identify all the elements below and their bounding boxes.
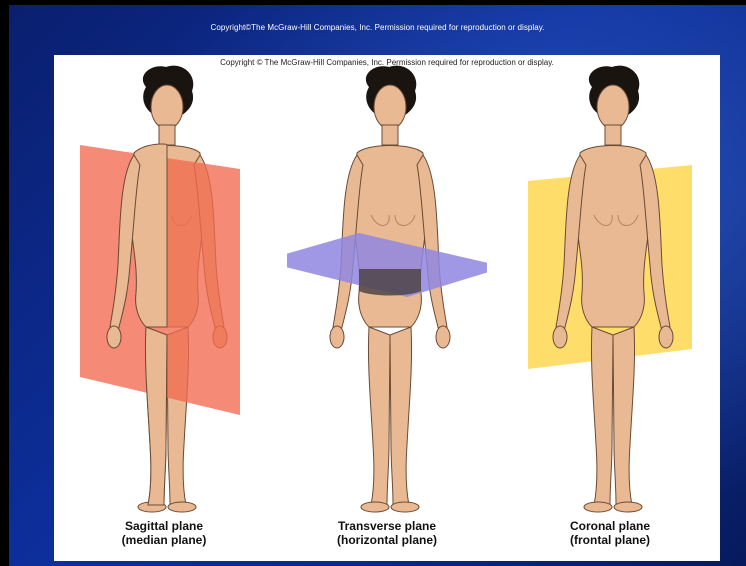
figure-sagittal [64,65,264,515]
caption-sagittal-alt: (median plane) [64,533,264,547]
caption-coronal-name: Coronal plane [510,519,710,533]
sagittal-illustration [64,65,264,515]
figure-coronal [510,65,710,515]
slide-copyright-text: Copyright©The McGraw-Hill Companies, Inc… [9,23,746,32]
caption-sagittal: Sagittal plane (median plane) [64,519,264,547]
figure-transverse [287,65,487,515]
slide: Copyright©The McGraw-Hill Companies, Inc… [9,5,746,566]
caption-coronal-alt: (frontal plane) [510,533,710,547]
caption-sagittal-name: Sagittal plane [64,519,264,533]
transverse-illustration [287,65,487,515]
caption-coronal: Coronal plane (frontal plane) [510,519,710,547]
caption-transverse-alt: (horizontal plane) [287,533,487,547]
coronal-illustration [510,65,710,515]
figure-panel: Copyright © The McGraw-Hill Companies, I… [54,55,720,561]
caption-transverse: Transverse plane (horizontal plane) [287,519,487,547]
caption-transverse-name: Transverse plane [287,519,487,533]
